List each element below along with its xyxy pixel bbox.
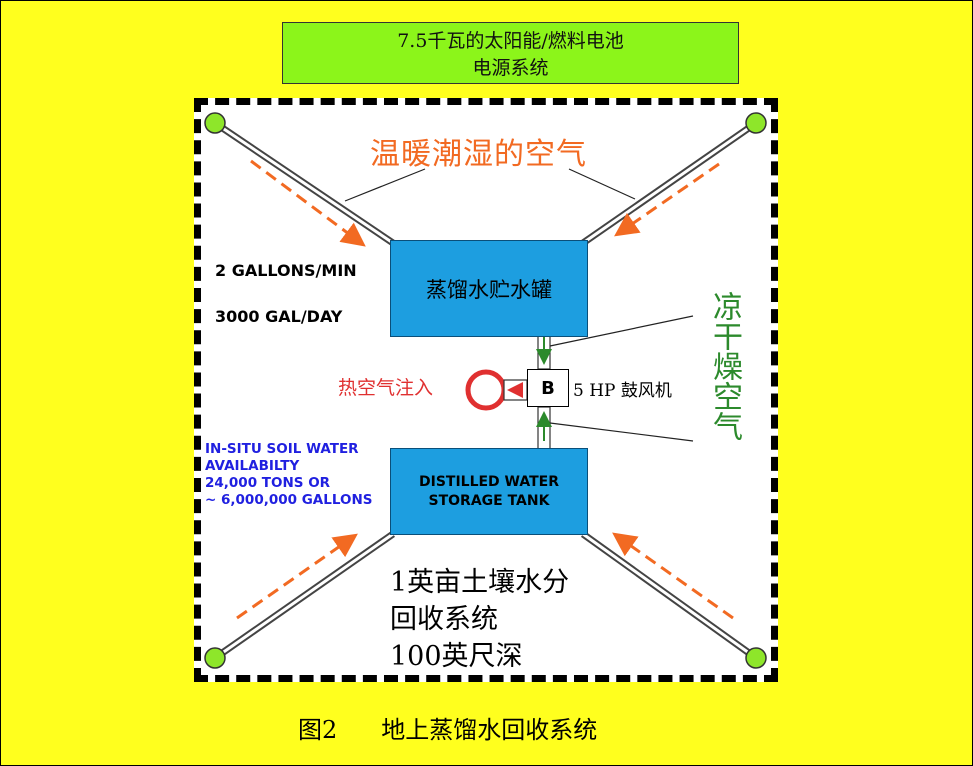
blower-box: B bbox=[527, 369, 569, 407]
figure-number: 图2 bbox=[298, 716, 338, 744]
soil-line-3: 24,000 TONS OR bbox=[205, 475, 331, 491]
recovery-system-description: 1英亩土壤水分 回收系统 100英尺深 bbox=[390, 564, 569, 675]
soil-line-1: IN-SITU SOIL WATER bbox=[205, 441, 359, 457]
well-head-bottom-right bbox=[745, 647, 767, 669]
flow-arrow-top-right bbox=[614, 162, 720, 237]
flow-rate-per-day: 3000 GAL/DAY bbox=[215, 307, 343, 326]
blower-label: 5 HP 鼓风机 bbox=[573, 381, 672, 401]
leader-warm-air-left bbox=[344, 168, 426, 202]
pipe-top-left bbox=[213, 120, 395, 246]
flow-rate-per-min: 2 GALLONS/MIN bbox=[215, 261, 357, 280]
well-head-top-right bbox=[745, 112, 767, 134]
tank-top-label: 蒸馏水贮水罐 bbox=[426, 277, 552, 302]
recovery-line-3: 100英尺深 bbox=[390, 641, 523, 672]
cool-dry-air-label: 凉干燥空气 bbox=[707, 291, 742, 441]
recovery-line-1: 1英亩土壤水分 bbox=[390, 567, 570, 598]
pipe-bottom-left bbox=[212, 531, 396, 661]
soil-line-2: AVAILABILTY bbox=[205, 458, 300, 474]
hot-air-inlet-ring bbox=[465, 369, 507, 411]
soil-water-availability: IN-SITU SOIL WATER AVAILABILTY 24,000 TO… bbox=[205, 441, 372, 509]
pipe-top-right bbox=[581, 120, 758, 246]
storage-tank-top: 蒸馏水贮水罐 bbox=[390, 240, 588, 337]
title-line-2: 电源系统 bbox=[472, 57, 549, 79]
title-line-1: 7.5千瓦的太阳能/燃料电池 bbox=[397, 30, 624, 52]
blower-letter: B bbox=[541, 377, 555, 399]
tank-bottom-line-2: STORAGE TANK bbox=[428, 492, 550, 509]
recovery-field bbox=[194, 98, 778, 682]
warm-humid-air-label: 温暖潮湿的空气 bbox=[370, 137, 587, 172]
storage-tank-bottom: DISTILLED WATER STORAGE TANK bbox=[390, 448, 588, 535]
leader-cool-air-upper bbox=[549, 315, 694, 347]
flow-arrow-bottom-right bbox=[612, 532, 734, 620]
recovery-line-2: 回收系统 bbox=[390, 604, 498, 635]
flow-arrow-bottom-left bbox=[236, 533, 358, 620]
hot-air-injection-label: 热空气注入 bbox=[338, 377, 434, 399]
leader-cool-air-lower bbox=[549, 422, 694, 442]
soil-line-4: ~ 6,000,000 GALLONS bbox=[205, 492, 373, 508]
figure-caption: 图2 地上蒸馏水回收系统 bbox=[298, 710, 597, 745]
leader-warm-air-right bbox=[568, 168, 636, 200]
power-system-title: 7.5千瓦的太阳能/燃料电池 电源系统 bbox=[282, 22, 739, 84]
well-head-top-left bbox=[204, 112, 226, 134]
figure-title: 地上蒸馏水回收系统 bbox=[381, 716, 598, 744]
flow-arrow-top-left bbox=[250, 159, 366, 247]
pipe-bottom-right bbox=[580, 531, 759, 661]
well-head-bottom-left bbox=[204, 647, 226, 669]
tank-bottom-line-1: DISTILLED WATER bbox=[418, 473, 560, 490]
